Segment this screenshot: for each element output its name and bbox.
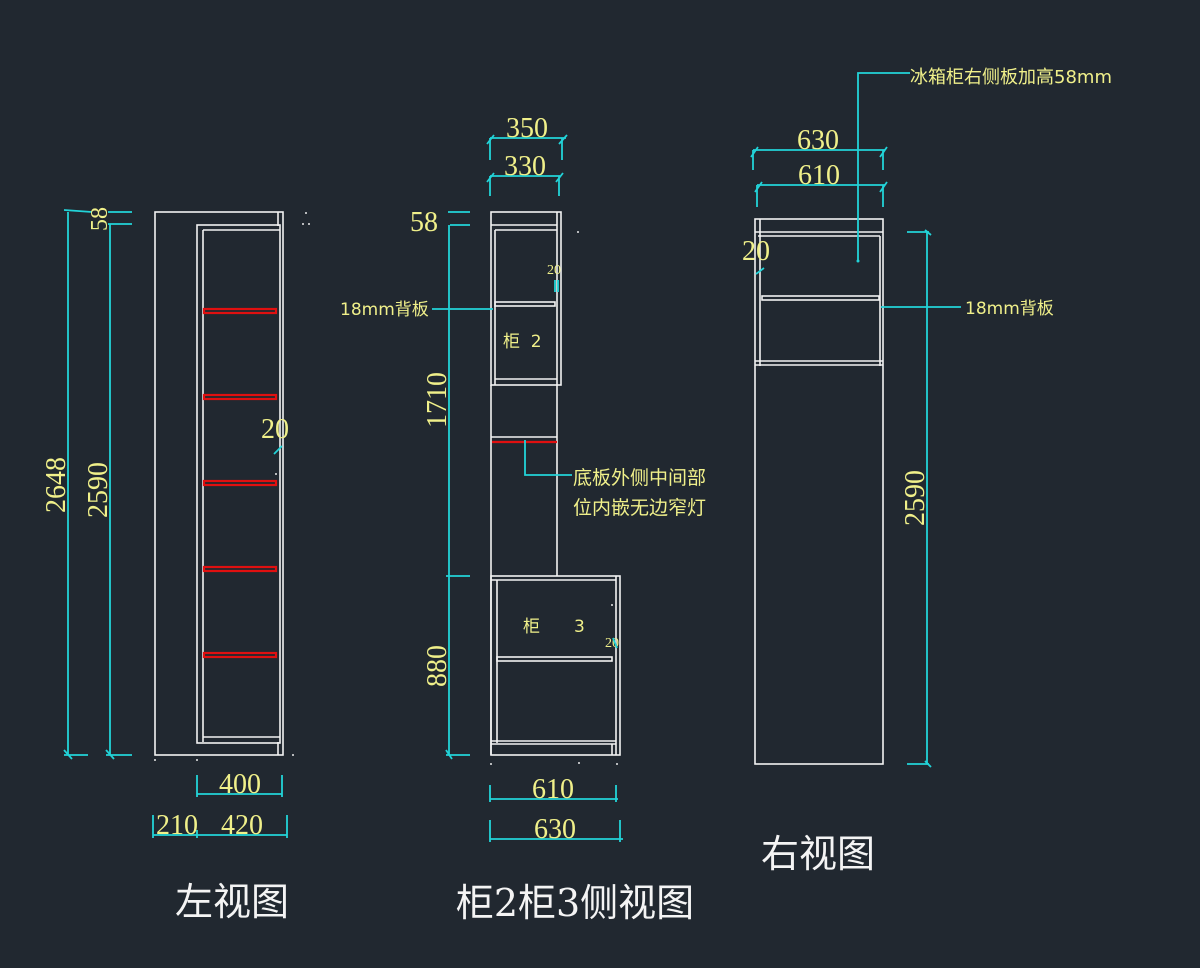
cabinet2-gap-label: 20 xyxy=(547,263,561,278)
right-raise-note: 冰箱柜右侧板加高58mm xyxy=(910,67,1112,88)
left-dim-420-label: 420 xyxy=(221,810,263,841)
left-shelf xyxy=(202,307,278,315)
cabinet3-label-char: 柜 xyxy=(523,617,540,637)
left-dim-400: 400 xyxy=(196,769,283,800)
middle-dim-58: 58 xyxy=(410,207,470,238)
left-dim-2648-label: 2648 xyxy=(41,457,72,513)
left-dim-2648: 2648 xyxy=(41,209,93,760)
right-dim-20-label: 20 xyxy=(742,236,770,267)
right-cabinet-outline xyxy=(754,218,884,765)
middle-dim-1710: 1710 xyxy=(422,225,470,577)
middle-dim-330: 330 xyxy=(486,151,564,196)
middle-dim-630: 630 xyxy=(489,814,623,845)
right-view: 630 610 冰箱柜右侧板加高58mm 20 18mm背板 2590 xyxy=(742,67,1112,876)
middle-dim-630-label: 630 xyxy=(534,814,576,845)
left-view: 2648 2590 58 20 400 210 xyxy=(41,207,310,924)
right-view-title: 右视图 xyxy=(761,832,875,876)
right-back-panel-label: 18mm背板 xyxy=(965,299,1054,319)
left-view-title: 左视图 xyxy=(175,880,289,924)
light-note-line1: 底板外侧中间部 xyxy=(573,467,706,489)
left-shelf xyxy=(202,565,278,573)
left-inner-body xyxy=(196,224,281,744)
left-dim-2590-label: 2590 xyxy=(83,462,114,518)
right-shelf xyxy=(761,295,880,301)
right-dim-2590-label: 2590 xyxy=(900,470,931,526)
left-dim-20: 20 xyxy=(261,414,289,455)
cabinet3-outline xyxy=(490,575,621,756)
left-dim-58: 58 xyxy=(87,207,132,231)
light-note-leader xyxy=(524,440,572,476)
middle-view-title: 柜2柜3侧视图 xyxy=(456,881,694,925)
light-note-line2: 位内嵌无边窄灯 xyxy=(573,497,706,519)
raise-note-leader xyxy=(857,72,910,261)
middle-dim-610-label: 610 xyxy=(532,774,574,805)
middle-view: 柜 2 柜 3 20 20 350 330 5 xyxy=(340,113,706,925)
right-dim-630-label: 630 xyxy=(797,125,839,156)
left-dim-2590: 2590 xyxy=(83,224,132,760)
left-dim-210-420: 210 420 xyxy=(152,810,288,841)
left-dim-58-label: 58 xyxy=(87,207,113,231)
cabinet3-shelf xyxy=(496,656,613,662)
cabinet2-label: 柜 2 xyxy=(503,332,542,352)
left-dim-210-label: 210 xyxy=(156,810,198,841)
middle-dim-880: 880 xyxy=(422,576,470,760)
right-dim-610: 610 xyxy=(754,160,888,207)
left-dim-20-label: 20 xyxy=(261,414,289,445)
left-shelf xyxy=(202,651,278,659)
left-shelf xyxy=(202,479,278,487)
left-dim-400-label: 400 xyxy=(219,769,261,800)
middle-dim-350-label: 350 xyxy=(506,113,548,144)
cabinet2-outline xyxy=(490,211,562,386)
cabinet3-label-num: 3 xyxy=(574,617,585,637)
middle-back-panel-label: 18mm背板 xyxy=(340,300,429,320)
left-shelves xyxy=(202,307,278,659)
middle-dim-610: 610 xyxy=(489,774,618,805)
middle-dim-350: 350 xyxy=(486,113,568,160)
middle-dim-330-label: 330 xyxy=(504,151,546,182)
left-cabinet-outline xyxy=(154,211,284,756)
middle-dim-58-label: 58 xyxy=(410,207,438,238)
middle-dim-1710-label: 1710 xyxy=(422,372,453,428)
middle-dim-880-label: 880 xyxy=(422,645,453,687)
left-shelf xyxy=(202,393,278,401)
right-dim-630: 630 xyxy=(750,125,888,170)
cabinet2-shelf xyxy=(494,301,556,307)
right-dim-610-label: 610 xyxy=(798,160,840,191)
cabinet3-gap-label: 20 xyxy=(605,636,619,651)
right-dim-2590: 2590 xyxy=(900,229,932,768)
